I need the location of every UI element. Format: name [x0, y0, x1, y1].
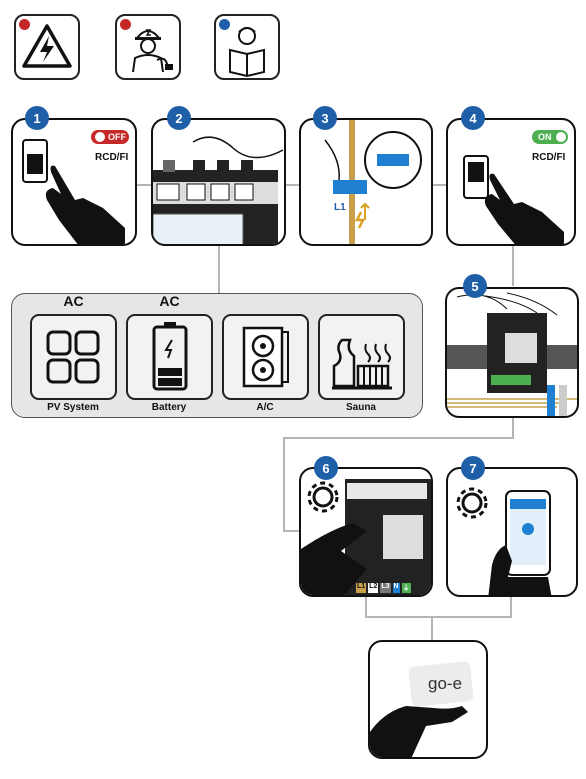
terminal-label: N: [392, 583, 400, 593]
connector-line: [285, 184, 300, 186]
device-label: PV System: [47, 402, 99, 413]
device-pv-system: [30, 314, 117, 400]
step-badge-5: 5: [463, 274, 487, 298]
high-voltage-warning-card: [14, 14, 80, 80]
switch-knob: [95, 132, 105, 142]
step-badge-3: 3: [313, 106, 337, 130]
smartphone-app-icon: [456, 487, 552, 595]
read-manual-card: [214, 14, 280, 80]
high-voltage-icon: [22, 24, 72, 68]
step-badge-6: 6: [314, 456, 338, 480]
step6-panel: L1 L2 L3 N ⏚: [299, 467, 433, 597]
solar-panel-icon: [46, 330, 100, 384]
final-panel: go-e: [368, 640, 488, 759]
hand-pressing-breaker-icon: [22, 139, 125, 244]
current-clamp-icon: [324, 120, 422, 244]
connector-line: [283, 437, 514, 439]
step-badge-2: 2: [167, 106, 191, 130]
step5-panel: [445, 287, 579, 418]
switch-state-label: ON: [538, 132, 552, 142]
device-current-type: AC: [63, 293, 84, 309]
info-badge-icon: [219, 19, 230, 30]
connector-line: [512, 417, 514, 439]
connector-line: [365, 597, 367, 617]
step2-panel: [151, 118, 286, 246]
meter-configuration-icon: [301, 479, 431, 595]
device-sauna: [318, 314, 405, 400]
switch-state-label: OFF: [108, 132, 126, 142]
rcd-off-switch: OFF: [91, 130, 129, 144]
connected-devices-group: AC PV System AC Battery A/C: [11, 293, 423, 418]
hand-holding-card-icon: [370, 661, 474, 757]
connector-line: [283, 437, 285, 532]
connector-line: [432, 184, 447, 186]
device-current-type: AC: [159, 293, 180, 309]
switch-knob: [555, 132, 566, 142]
connector-line: [512, 246, 514, 286]
connector-line: [283, 530, 301, 532]
gear-icon: [456, 487, 488, 519]
connector-line: [135, 184, 153, 186]
step1-panel: OFF RCD/FI: [11, 118, 137, 246]
connector-line: [365, 616, 512, 618]
air-conditioner-icon: [242, 326, 289, 388]
energy-meter-wiring-icon: [153, 136, 284, 244]
terminal-label: L3: [380, 583, 391, 593]
warning-badge-icon: [19, 19, 30, 30]
terminal-label: ⏚: [401, 583, 411, 593]
step-badge-1: 1: [25, 106, 49, 130]
connector-line: [510, 597, 512, 617]
electrician-card: [115, 14, 181, 80]
sauna-icon: [332, 338, 392, 390]
gear-icon: [307, 481, 339, 513]
device-ac: [222, 314, 309, 400]
device-label: Battery: [151, 402, 187, 413]
rcd-on-switch: ON: [532, 130, 568, 144]
electrician-icon: [132, 29, 173, 73]
device-label: A/C: [256, 402, 274, 413]
connector-line: [218, 246, 220, 294]
device-label: Sauna: [345, 402, 376, 413]
step7-panel: [446, 467, 578, 597]
rcd-label: RCD/FI: [532, 152, 566, 163]
rcd-label: RCD/FI: [95, 152, 129, 163]
terminal-label: L2: [368, 583, 379, 593]
step3-panel: L1: [299, 118, 433, 246]
step-badge-7: 7: [461, 456, 485, 480]
reading-manual-icon: [229, 27, 265, 78]
battery-icon: [152, 322, 188, 391]
person-badge-icon: [120, 19, 131, 30]
terminal-label: L1: [356, 583, 367, 593]
brand-logo-text: go-e: [428, 674, 463, 693]
terminal-strip: L1 L2 L3 N ⏚: [356, 583, 411, 593]
step-badge-4: 4: [461, 106, 485, 130]
device-battery: [126, 314, 213, 400]
din-rail-meter-icon: [447, 292, 577, 416]
step4-panel: ON RCD/FI: [446, 118, 576, 246]
hand-pressing-breaker-icon: [463, 155, 564, 244]
phase-label: L1: [334, 202, 346, 213]
connector-line: [431, 616, 433, 640]
